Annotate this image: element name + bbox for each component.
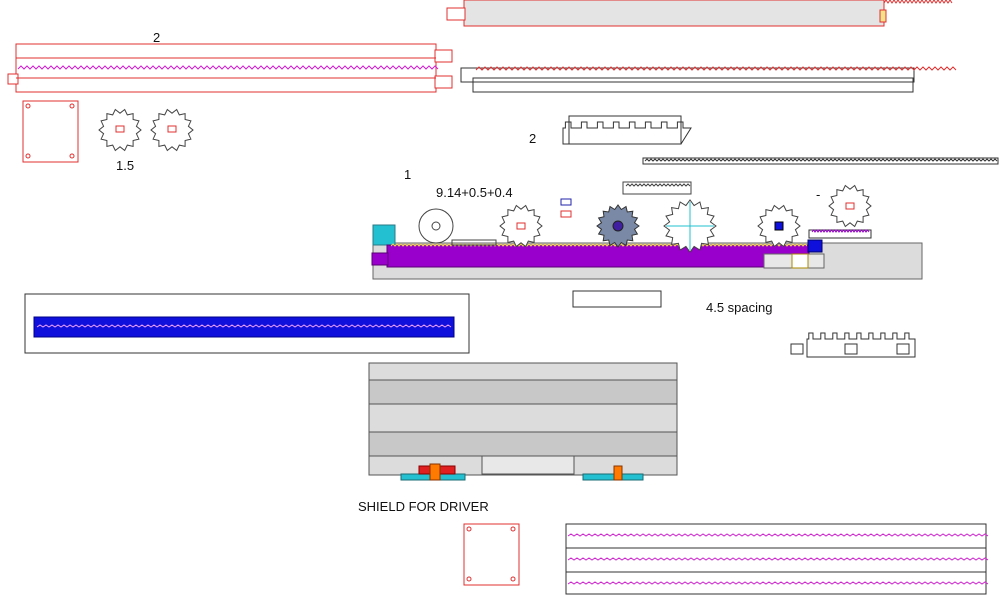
assembly-purple-rack	[386, 244, 810, 268]
bottom-rack-teeth-2	[567, 557, 989, 561]
shield-pin-left	[429, 463, 441, 481]
dash-label: -	[816, 187, 821, 202]
comb-rack-right-tab-left	[790, 343, 804, 355]
gear-top-right	[828, 184, 872, 228]
gear-drive-hub	[612, 220, 624, 232]
top-rack-teeth	[883, 0, 953, 4]
mid-rack-outline-lower	[472, 77, 914, 93]
left-rack-tab-top-right	[434, 49, 453, 63]
spacer-block	[572, 290, 662, 308]
mount-hole	[25, 153, 31, 159]
top-rack-count-label: 2	[153, 30, 161, 45]
connector-strip	[622, 181, 692, 195]
comb-rack-right-tab-right	[896, 343, 910, 355]
top-rack-tab-right	[879, 9, 887, 23]
mount-hole	[25, 103, 31, 109]
mount-hole	[466, 526, 472, 532]
spacing-note-label: 4.5 spacing	[706, 300, 773, 315]
bottom-rack-teeth-3	[567, 581, 989, 585]
comb-rack	[562, 121, 692, 145]
shield-pin-right	[613, 465, 623, 481]
assembly-cyan-block	[372, 224, 396, 246]
assembly-right-rack-teeth	[811, 229, 870, 233]
comb-rack-frame	[568, 115, 682, 145]
bottom-rack-teeth-1	[567, 533, 989, 537]
assembly-marker-label: 1	[404, 167, 412, 182]
mount-plate-left	[22, 100, 79, 163]
top-rack-tab-left	[446, 7, 466, 21]
rack-comb-count-label: 2	[529, 131, 537, 146]
thin-rack-teeth	[644, 158, 998, 162]
gear-small-2	[150, 108, 194, 152]
stack-formula-label: 9.14+0.5+0.4	[436, 185, 513, 200]
fastener-red	[560, 210, 572, 218]
mount-hole	[466, 576, 472, 582]
shield-foot-right	[582, 473, 644, 481]
gear-size-label: 1.5	[116, 158, 135, 173]
mid-rack-teeth	[475, 66, 957, 71]
blue-rack-teeth	[36, 324, 452, 328]
assembly-purple-end	[371, 252, 389, 266]
comb-rack-right-tab-mid	[844, 343, 858, 355]
mount-hole	[510, 576, 516, 582]
mid-rack-outline-upper	[460, 67, 915, 83]
fastener-blue	[560, 198, 572, 206]
blue-rack	[33, 316, 455, 338]
left-rack-tab-left	[7, 73, 19, 85]
gear-assembly-3-hub	[774, 221, 784, 231]
assembly-slider-cap	[791, 253, 809, 269]
mount-plate-bottom	[463, 523, 520, 586]
shield-band-1	[368, 379, 678, 405]
connector-strip-teeth	[625, 183, 691, 187]
shield-band-2	[368, 431, 678, 457]
small-track	[451, 239, 497, 246]
assembly-blue-clip	[807, 239, 823, 253]
gear-top-right-hub	[845, 202, 855, 210]
left-rack-tab-bottom-right	[434, 75, 453, 89]
gear-small-1-hub	[115, 125, 125, 133]
shield-window	[481, 455, 575, 475]
gear-small-2-hub	[167, 125, 177, 133]
mount-hole	[69, 103, 75, 109]
gear-small-1	[98, 108, 142, 152]
mount-hole	[69, 153, 75, 159]
mount-hole	[510, 526, 516, 532]
left-rack-teeth	[17, 65, 439, 70]
idler-wheel-hub	[431, 221, 441, 231]
thin-rack	[642, 157, 999, 165]
gear-assembly-1	[499, 204, 543, 248]
shield-title-label: SHIELD FOR DRIVER	[358, 499, 489, 514]
gear-assembly-1-hub	[516, 222, 526, 230]
comb-rack-right	[806, 332, 916, 358]
left-rack-outline	[15, 43, 437, 93]
top-rack-body	[463, 0, 885, 27]
